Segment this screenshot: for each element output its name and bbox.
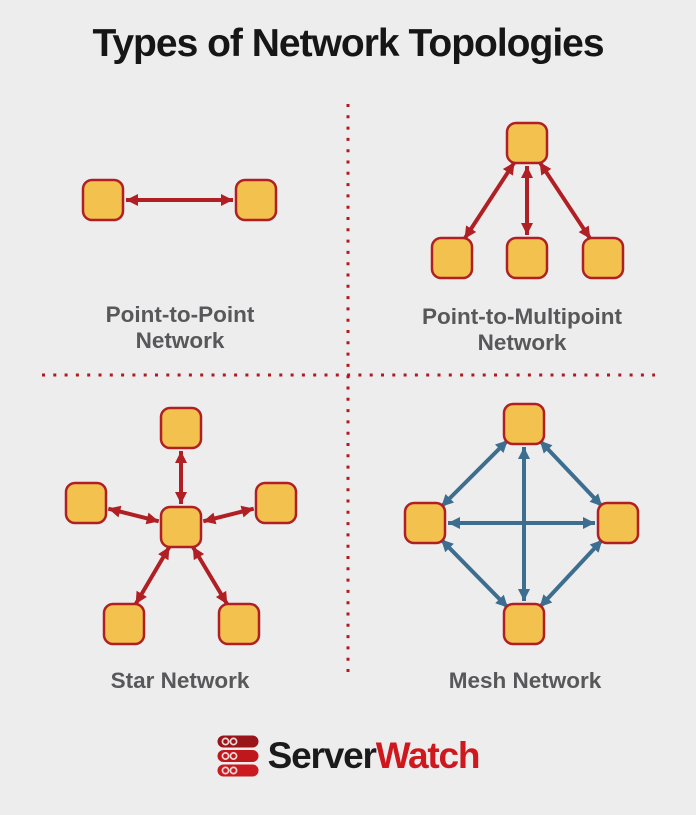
- network-node: [403, 501, 447, 545]
- network-node: [502, 602, 546, 646]
- network-node: [254, 481, 298, 525]
- logo-text-server: Server: [267, 735, 377, 776]
- label-point-to-point: Point-to-Point Network: [15, 302, 345, 354]
- network-node: [505, 121, 549, 165]
- network-node: [430, 236, 474, 280]
- arrow-connector: [439, 438, 510, 509]
- network-node: [64, 481, 108, 525]
- arrow-connector: [538, 538, 604, 609]
- arrow-connector: [191, 545, 229, 606]
- label-line: Point-to-Multipoint: [422, 304, 622, 329]
- network-node: [217, 602, 261, 646]
- label-mesh-network: Mesh Network: [360, 668, 690, 694]
- label-line: Star Network: [110, 668, 250, 693]
- label-line: Network: [477, 330, 567, 355]
- network-node: [596, 501, 640, 545]
- serverwatch-logo: ServerWatch: [0, 733, 696, 779]
- arrow-connector: [439, 538, 510, 609]
- network-node: [81, 178, 125, 222]
- quadrant-dividers: [42, 104, 655, 678]
- label-star-network: Star Network: [15, 668, 345, 694]
- network-node: [502, 402, 546, 446]
- network-node: [505, 236, 549, 280]
- label-line: Mesh Network: [448, 668, 602, 693]
- arrow-connectors: [107, 161, 604, 609]
- server-stack-icon: [217, 735, 259, 776]
- logo-text-watch: Watch: [375, 735, 481, 776]
- network-node: [159, 406, 203, 450]
- arrow-connector: [462, 161, 517, 240]
- logo-wordmark: ServerWatch: [267, 735, 481, 777]
- network-node: [581, 236, 625, 280]
- arrow-connector: [107, 505, 160, 525]
- label-point-to-multipoint: Point-to-Multipoint Network: [357, 304, 687, 356]
- network-node: [102, 602, 146, 646]
- network-node: [159, 505, 203, 549]
- arrow-connector: [133, 545, 172, 606]
- arrow-connector: [202, 505, 255, 525]
- arrow-connector: [538, 439, 604, 508]
- label-line: Network: [135, 328, 225, 353]
- label-line: Point-to-Point: [105, 302, 255, 327]
- network-node: [234, 178, 278, 222]
- arrow-connector: [538, 161, 592, 240]
- page-title: Types of Network Topologies: [92, 22, 604, 65]
- network-nodes: [64, 121, 640, 646]
